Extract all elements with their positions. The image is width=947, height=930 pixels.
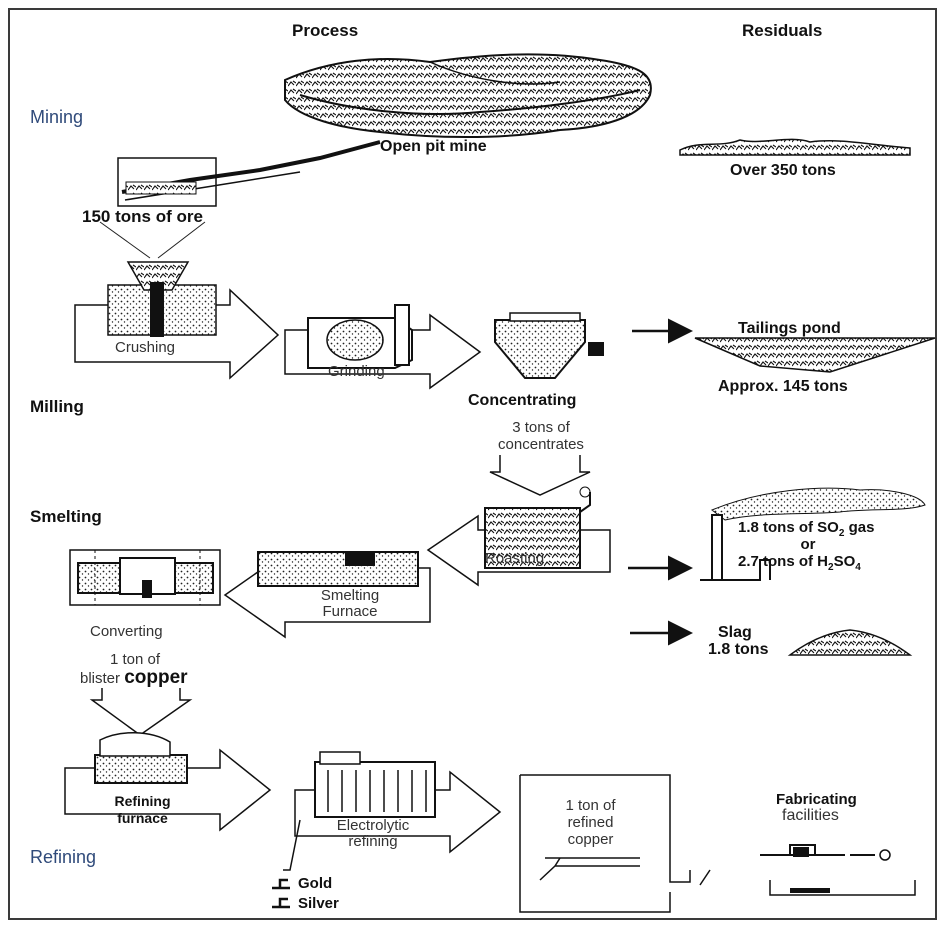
roasting-label: Roasting xyxy=(485,550,545,567)
converter-illustration xyxy=(69,549,221,606)
grinding-arrow xyxy=(284,304,482,390)
ore-conveyor xyxy=(117,140,381,207)
concentrating-tank xyxy=(494,312,604,379)
grinding-label: Grinding xyxy=(328,363,385,380)
blister-line2: blister copper xyxy=(80,667,188,689)
copper-word: copper xyxy=(124,667,188,688)
concentrates-down-arrow xyxy=(489,455,591,496)
smokestack-illustration xyxy=(700,487,926,581)
silver-label: Silver xyxy=(298,895,339,912)
so2-text-b: gas xyxy=(844,519,875,536)
ore-label: 150 tons of ore xyxy=(82,207,203,227)
refined-line2: refined xyxy=(567,814,614,831)
so2-line: 1.8 tons of SO2 gas xyxy=(738,519,875,539)
concentrating-label: Concentrating xyxy=(468,392,577,409)
h2so4-line: 2.7 tons of H2SO4 xyxy=(738,553,861,573)
diagram-frame xyxy=(8,8,937,920)
slag-line1: Slag xyxy=(718,624,752,641)
crushing-label: Crushing xyxy=(115,339,176,356)
stage-refining: Refining xyxy=(30,847,97,867)
refined-copper-box xyxy=(519,774,711,913)
smelting-furnace-line2: Furnace xyxy=(322,603,378,620)
so2-or: or xyxy=(800,536,816,553)
h2so4-sub2: 4 xyxy=(855,562,861,573)
fabricating-illustration xyxy=(760,844,916,896)
waste-rock-pile xyxy=(679,138,911,156)
refining-furnace-arrow xyxy=(64,732,272,832)
smelting-furnace-arrow xyxy=(223,551,431,639)
stage-milling: Milling xyxy=(30,397,84,416)
electrolytic-line2: refining xyxy=(348,833,398,850)
so2-text-a: 1.8 tons of SO xyxy=(738,519,839,536)
refining-furnace-line2: furnace xyxy=(117,810,168,826)
open-pit-mine-label: Open pit mine xyxy=(380,138,487,155)
converting-label: Converting xyxy=(90,623,163,640)
refining-furnace-line1: Refining xyxy=(114,793,171,809)
slag-pile xyxy=(787,629,913,656)
open-pit-mine-illustration xyxy=(284,53,652,138)
fabricating-line1: Fabricating xyxy=(776,791,857,808)
gold-label: Gold xyxy=(298,875,333,892)
tailings-amount-label: Approx. 145 tons xyxy=(718,378,848,395)
h2so4-text-a: 2.7 tons of H xyxy=(738,553,829,570)
concentrates-line1: 3 tons of xyxy=(512,419,570,436)
stage-smelting: Smelting xyxy=(30,507,102,526)
smelting-furnace-line1: Smelting xyxy=(320,587,380,604)
roasting-arrow xyxy=(426,486,611,587)
gold-silver-marks xyxy=(272,878,290,909)
waste-rock-label: Over 350 tons xyxy=(730,162,836,179)
electrolytic-line1: Electrolytic xyxy=(336,817,410,834)
concentrates-line2: concentrates xyxy=(498,436,584,453)
electrolytic-arrow xyxy=(283,751,502,871)
tailings-pond-illustration xyxy=(694,337,936,373)
crushing-arrow xyxy=(74,261,280,380)
refined-line1: 1 ton of xyxy=(565,797,616,814)
h2so4-text-b: SO xyxy=(833,553,856,570)
stage-mining: Mining xyxy=(30,107,84,127)
blister-word: blister xyxy=(80,670,125,687)
ore-text: 150 tons of ore xyxy=(82,207,203,226)
fabricating-line2: facilities xyxy=(782,807,839,824)
h2so4-sub1: 2 xyxy=(828,562,834,573)
blister-line1: 1 ton of xyxy=(110,651,161,668)
slag-line2: 1.8 tons xyxy=(708,641,769,658)
tailings-pond-label: Tailings pond xyxy=(738,320,841,337)
so2-sub: 2 xyxy=(838,528,845,539)
residuals-header: Residuals xyxy=(742,21,823,40)
blister-down-arrow xyxy=(89,688,193,736)
refined-line3: copper xyxy=(567,831,614,848)
process-header: Process xyxy=(292,21,359,40)
